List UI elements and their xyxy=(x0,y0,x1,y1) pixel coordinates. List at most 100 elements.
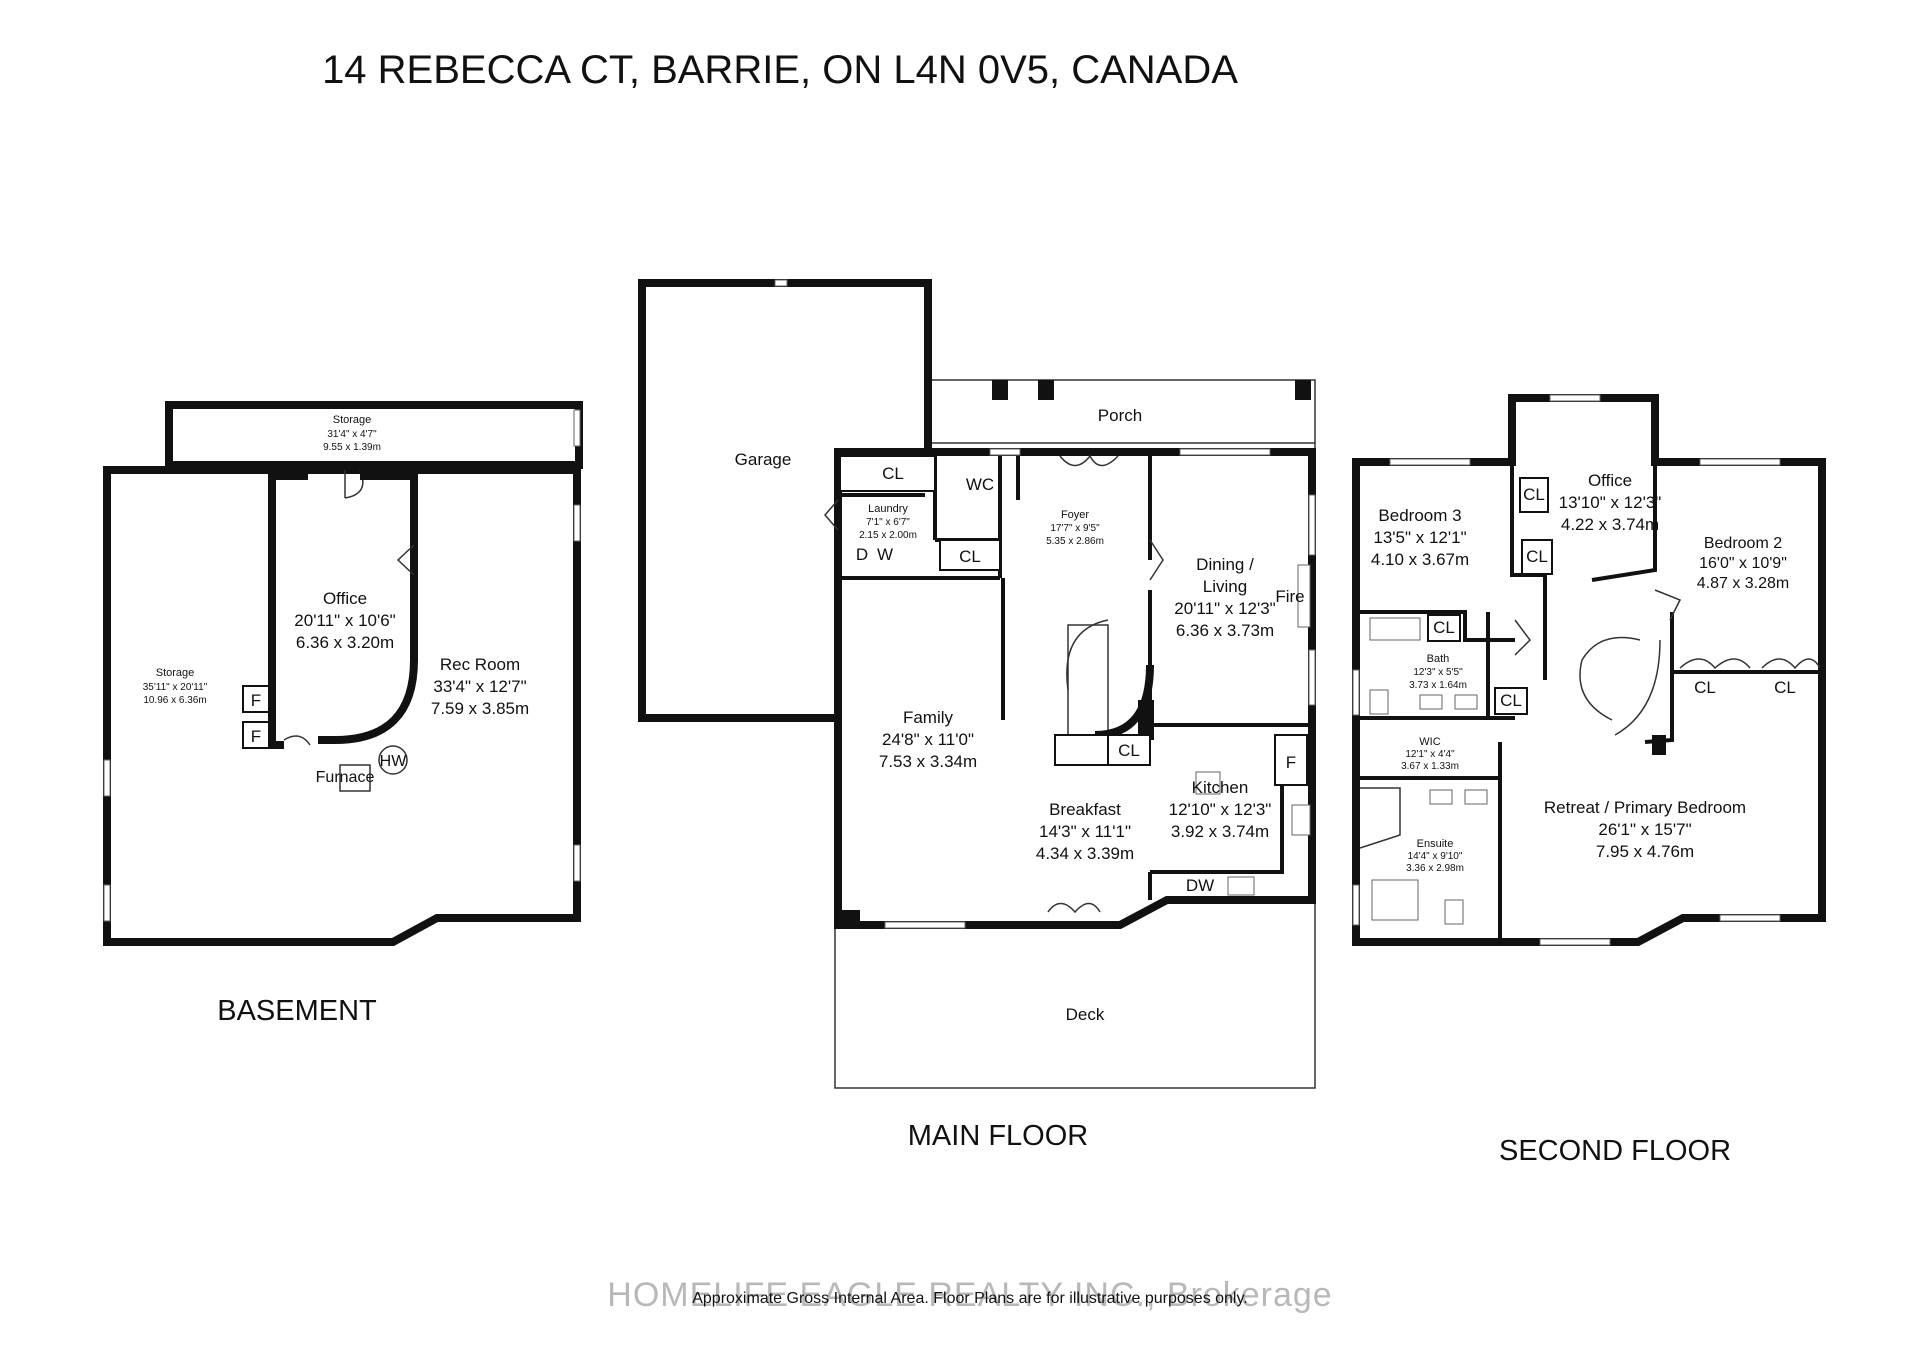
room-name: Breakfast xyxy=(1049,800,1121,819)
closet-label: CL xyxy=(1500,691,1522,710)
staircase-block xyxy=(1138,700,1154,740)
room-dim-metric: 4.34 x 3.39m xyxy=(1036,844,1134,863)
bath-toilet xyxy=(1369,689,1389,715)
fridge-label: F xyxy=(1286,753,1296,772)
main-interior-walls xyxy=(836,452,1020,925)
main-window xyxy=(884,921,966,929)
room-name: Storage xyxy=(333,414,372,426)
room-name: Kitchen xyxy=(1192,778,1249,797)
second-window xyxy=(1719,914,1781,922)
front-door xyxy=(1059,454,1119,467)
closet-doors xyxy=(1679,658,1751,670)
porch-post xyxy=(992,380,1008,400)
bedroom3-door xyxy=(1514,619,1531,656)
room-dim-imperial: 17'7" x 9'5" xyxy=(1050,523,1100,534)
room-dim-imperial: 14'4" x 9'10" xyxy=(1408,851,1463,862)
room-dim-metric: 3.92 x 3.74m xyxy=(1171,822,1269,841)
room-dim-imperial: 26'1" x 15'7" xyxy=(1598,820,1691,839)
room-dim-metric: 6.36 x 3.73m xyxy=(1176,621,1274,640)
ensuite-toilet xyxy=(1444,899,1464,925)
second-floor-plan: Bedroom 3 13'5" x 12'1" 4.10 x 3.67m CL … xyxy=(1352,394,1826,1167)
main-window xyxy=(989,448,1021,456)
room-dim-metric: 7.59 x 3.85m xyxy=(431,699,529,718)
closet-box xyxy=(1107,734,1151,766)
main-floor-plan: Garage Porch CL WC Laundry 7'1" x 6'7" 2… xyxy=(638,279,1316,1152)
foyer-closet-box xyxy=(939,539,1001,571)
main-window xyxy=(1179,448,1271,456)
fridge-box xyxy=(1274,734,1308,786)
room-name: WIC xyxy=(1419,736,1440,748)
stair-landing xyxy=(1054,734,1111,766)
second-window xyxy=(1699,458,1781,466)
deck-door xyxy=(1047,902,1101,914)
ensuite-sink xyxy=(1464,789,1488,805)
primary-wall xyxy=(1644,612,1822,744)
second-window xyxy=(1539,938,1611,946)
dishwasher-label: DW xyxy=(1186,876,1214,895)
porch-post xyxy=(1038,380,1054,400)
room-dim-imperial: 33'4" x 12'7" xyxy=(433,677,526,696)
bedroom2-door xyxy=(1654,589,1682,621)
closet-label: CL xyxy=(882,464,904,483)
basement-f-label: F xyxy=(251,727,261,746)
furnace-label: Furnace xyxy=(316,769,375,786)
room-dim-metric: 4.10 x 3.67m xyxy=(1371,550,1469,569)
basement-office-wall-right xyxy=(318,470,418,744)
room-dim-imperial: 20'11" x 10'6" xyxy=(294,611,395,630)
second-window xyxy=(1389,458,1471,466)
main-window xyxy=(1308,494,1316,556)
garage-door-swing xyxy=(824,499,839,531)
floor-caption-second: SECOND FLOOR xyxy=(1499,1135,1731,1167)
closet-box xyxy=(1519,477,1549,513)
room-name: Living xyxy=(1203,577,1247,596)
floor-caption-basement: BASEMENT xyxy=(217,995,377,1027)
room-name: Dining / xyxy=(1196,555,1254,574)
basement-plan: F F Furnace HW Storage 31'4" x 4'7" 9.55… xyxy=(103,401,583,1027)
basement-beam xyxy=(360,466,410,480)
room-dim-metric: 10.96 x 6.36m xyxy=(143,695,206,706)
room-dim-imperial: 12'3" x 5'5" xyxy=(1413,667,1463,678)
closet-box xyxy=(1521,539,1553,575)
room-dim-imperial: 16'0" x 10'9" xyxy=(1699,555,1787,572)
room-dim-metric: 3.36 x 2.98m xyxy=(1406,863,1464,874)
room-dim-metric: 4.87 x 3.28m xyxy=(1697,575,1790,592)
garage-door-mark xyxy=(774,279,788,287)
room-dim-imperial: 31'4" x 4'7" xyxy=(327,429,377,440)
room-name: Office xyxy=(1588,471,1632,490)
closet-box xyxy=(1494,687,1528,715)
garage-outline xyxy=(638,279,932,722)
basement-f-label: F xyxy=(251,691,261,710)
bath-sink xyxy=(1454,694,1478,710)
room-dim-metric: 7.53 x 3.34m xyxy=(879,752,977,771)
porch-post xyxy=(1295,380,1311,400)
watermark: HOMELIFE EAGLE REALTY INC., Brokerage xyxy=(607,1276,1332,1314)
basement-window xyxy=(103,884,111,922)
room-name: Bath xyxy=(1427,653,1450,665)
closet-label: CL xyxy=(1523,485,1545,504)
dining-door-swing xyxy=(1149,539,1164,581)
room-name: Foyer xyxy=(1061,509,1089,521)
basement-window xyxy=(573,844,581,882)
hw-label: HW xyxy=(380,753,408,770)
room-name: Bedroom 2 xyxy=(1704,535,1782,552)
room-name: Deck xyxy=(1066,1005,1105,1024)
basement-office-wall-left xyxy=(268,470,284,749)
room-name: Porch xyxy=(1098,406,1142,425)
stove xyxy=(1291,804,1311,836)
room-dim-metric: 7.95 x 4.76m xyxy=(1596,842,1694,861)
room-name: Family xyxy=(903,708,954,727)
laundry-closet-box xyxy=(839,455,936,492)
kitchen-counter xyxy=(1150,745,1284,874)
closet-doors xyxy=(1761,658,1821,670)
bath-sink xyxy=(1419,694,1443,710)
bath-wall xyxy=(1356,612,1515,720)
room-name: Storage xyxy=(156,667,195,679)
wall-post xyxy=(1652,735,1666,755)
room-dim-imperial: 35'11" x 20'11" xyxy=(143,682,208,693)
basement-window xyxy=(573,409,581,447)
closet-label: CL xyxy=(1118,741,1140,760)
room-dim-imperial: 20'11" x 12'3" xyxy=(1174,599,1275,618)
room-dim-metric: 4.22 x 3.74m xyxy=(1561,515,1659,534)
second-stair-curve xyxy=(1579,636,1641,721)
